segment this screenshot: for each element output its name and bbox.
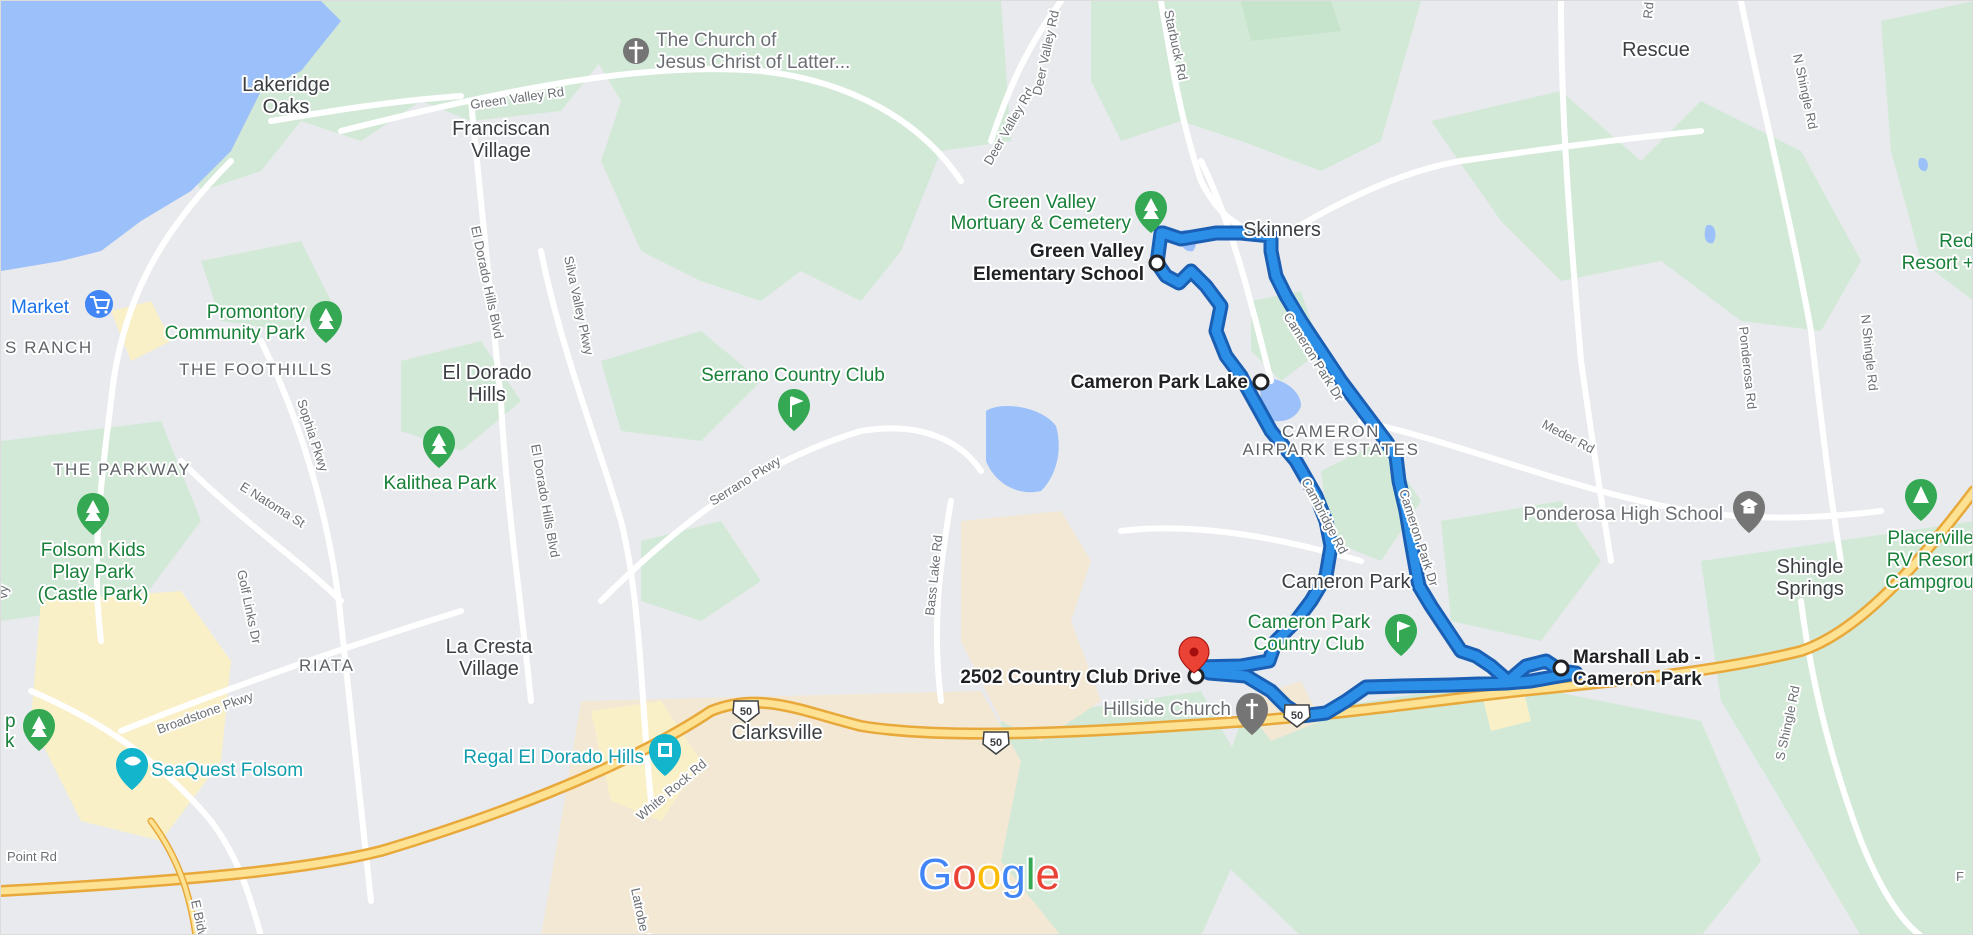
google-logo-letter: e [1035,850,1059,899]
stop-label-country-club-drive: 2502 Country Club Drive [960,667,1181,688]
place-label-rescue: Rescue [1622,39,1690,61]
road-label-e-bidwell: E Bidw [188,899,211,935]
stop-labels: Green Valley Elementary School Cameron P… [958,239,1704,692]
poi-label-promontory-1: Promontory [207,302,306,323]
church-icon-hillside[interactable] [1236,693,1268,735]
church-icon[interactable] [623,38,649,64]
poi-label-cameron-park-cc-2: Country Club [1254,634,1365,655]
poi-label-placerville-3: Campgrou [1885,572,1973,593]
poi-label-mortuary-2: Mortuary & Cemetery [950,213,1131,234]
poi-label-mortuary-1: Green Valley [988,192,1097,213]
poi-label-park-edge-1: p [5,711,16,732]
poi-label-park-edge-2: k [5,731,15,752]
poi-label-red-resort-2: Resort + [1902,253,1973,274]
google-logo-text: Google [918,850,1060,899]
poi-icons [23,38,1937,790]
google-logo-letter: G [918,850,952,899]
stop-marker-green-valley-school[interactable] [1148,254,1166,272]
svg-text:50: 50 [990,737,1002,749]
golf-icon-serrano[interactable] [778,389,810,431]
highway-shield-3: 50 [1283,704,1311,728]
place-label-lakeridge: Lakeridge [242,74,330,96]
place-label-shingle: Shingle [1777,556,1844,578]
poi-label-serrano: Serrano Country Club [701,365,885,386]
svg-text:50: 50 [1291,710,1303,722]
stop-label-cameron-park-lake: Cameron Park Lake [1071,372,1248,393]
park-icon-kalithea[interactable] [423,426,455,468]
poi-label-promontory-2: Community Park [165,323,306,344]
place-label-oaks: Oaks [263,96,310,118]
stop-marker-marshall-lab[interactable] [1552,659,1570,677]
google-logo-letter: g [1001,850,1025,899]
area-label-ranch: S RANCH [5,338,93,357]
golf-icon-cameron-park-cc[interactable] [1385,614,1417,656]
highway-shield-2: 50 [982,731,1010,755]
campground-icon-placerville[interactable] [1905,479,1937,521]
school-icon-ponderosa[interactable] [1733,491,1765,533]
poi-labels: The Church of Jesus Christ of Latter... … [3,28,1973,783]
place-label-la-cresta: La Cresta [446,636,534,658]
poi-label-cameron-park-cc-1: Cameron Park [1248,612,1371,633]
poi-label-ponderosa-hs: Ponderosa High School [1523,504,1723,525]
area-labels: S RANCH THE FOOTHILLS THE PARKWAY RIATA … [3,336,1420,677]
place-label-la-cresta-village: Village [459,658,519,680]
area-label-the-foothills: THE FOOTHILLS [179,360,333,379]
poi-label-market: Market [11,297,70,318]
stop-label-green-valley-1: Green Valley [1030,241,1145,262]
shopping-cart-icon[interactable] [85,290,113,318]
place-label-cameron-park: Cameron Park [1282,571,1412,593]
google-logo: Google [916,848,1062,901]
poi-label-seaquest: SeaQuest Folsom [151,760,303,781]
park-icon-folsom-kids[interactable] [77,493,109,535]
park-icon-promontory[interactable] [310,301,342,343]
road-label-rd-top: Rd [1640,1,1656,19]
area-label-cameron: CAMERON [1282,422,1380,441]
place-label-franciscan: Franciscan [452,118,550,140]
poi-label-church-1: The Church of [656,30,777,51]
poi-label-regal: Regal El Dorado Hills [463,747,644,768]
road-label-point-rd: Point Rd [7,849,57,864]
stop-marker-cameron-park-lake[interactable] [1252,373,1270,391]
place-label-clarksville: Clarksville [731,722,822,744]
place-labels: Lakeridge Oaks Franciscan Village El Dor… [240,37,1846,746]
poi-label-folsom-kids-3: (Castle Park) [38,584,149,605]
route-stops [1148,254,1570,685]
place-label-springs: Springs [1776,578,1844,600]
park-icon-mortuary[interactable] [1135,191,1167,233]
place-label-village: Village [471,140,531,162]
area-label-riata: RIATA [299,656,355,675]
svg-text:50: 50 [740,706,752,718]
poi-label-placerville-2: RV Resort [1887,550,1973,571]
stop-label-green-valley-2: Elementary School [973,264,1144,285]
poi-label-folsom-kids-2: Play Park [52,562,134,583]
poi-label-red-resort-1: Red [1939,231,1973,252]
park-icon-left-edge[interactable] [23,709,55,751]
stop-label-marshall-lab-2: Cameron Park [1573,669,1702,690]
place-label-el-dorado: El Dorado [443,362,532,384]
stop-label-marshall-lab-1: Marshall Lab - [1573,647,1701,668]
google-logo-letter: o [977,850,1001,899]
google-logo-letter: o [952,850,976,899]
road-label-edge-f: F [1956,869,1964,884]
poi-label-hillside-church: Hillside Church [1103,699,1231,720]
roads [28,1,1924,934]
area-label-the-parkway: THE PARKWAY [53,460,191,479]
area-label-airpark-estates: AIRPARK ESTATES [1242,440,1419,459]
google-logo-letter: l [1026,850,1036,899]
highway-shield-1: 50 [732,700,760,724]
aquarium-icon[interactable] [116,748,148,790]
place-label-skinners: Skinners [1243,219,1321,241]
place-label-hills: Hills [468,384,506,406]
poi-label-kalithea: Kalithea Park [383,473,497,494]
poi-label-folsom-kids-1: Folsom Kids [41,540,146,561]
movie-theater-icon[interactable] [649,734,681,776]
road-label-vy: vy [1,585,11,600]
destination-pin-icon[interactable] [1178,636,1210,674]
poi-label-church-2: Jesus Christ of Latter... [656,52,850,73]
poi-label-placerville-1: Placerville [1887,528,1973,549]
